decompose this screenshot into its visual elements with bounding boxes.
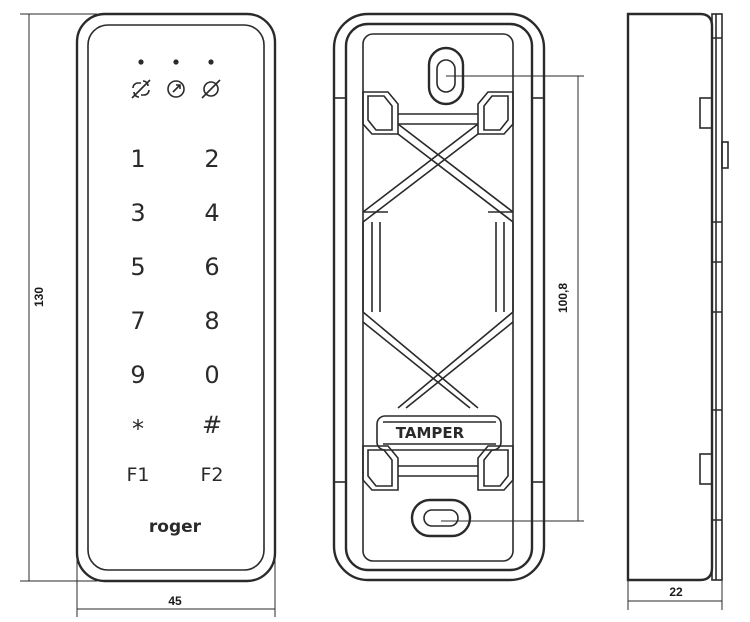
back-view: TAMPER [332, 12, 546, 582]
key-7: 7 [130, 307, 145, 335]
right-side-rib [531, 97, 545, 483]
tamper-label: TAMPER [396, 424, 465, 442]
side-tamper-button [721, 141, 729, 169]
circle-slash-icon [201, 79, 221, 99]
key-1: 1 [130, 145, 145, 173]
led-dot-2 [173, 59, 179, 65]
dimension-mount-spacing-label: 100,8 [556, 283, 570, 313]
key-f1: F1 [126, 464, 149, 486]
side-back-rail [711, 13, 723, 581]
key-0: 0 [204, 361, 219, 389]
key-3: 3 [130, 199, 145, 227]
rib-lattice [362, 123, 514, 409]
key-5: 5 [130, 253, 145, 281]
dimension-width-label: 45 [168, 594, 182, 608]
bottom-left-corner-block [362, 445, 399, 491]
tamper-label-box [376, 415, 502, 451]
dimension-height: 130 [20, 13, 97, 582]
key-4: 4 [204, 199, 219, 227]
key-f2: F2 [200, 464, 223, 486]
lower-mounting-slot-inner [423, 509, 459, 527]
key-2: 2 [204, 145, 219, 173]
brand-logo: roger [149, 517, 202, 537]
key-8: 8 [204, 307, 219, 335]
top-left-corner-block [362, 91, 399, 135]
front-view: 1 2 3 4 5 6 7 8 9 0 * # F1 F2 roger [75, 12, 277, 583]
key-star: * [132, 415, 144, 443]
top-right-corner-block [477, 91, 514, 135]
side-view [626, 12, 729, 582]
key-hash: # [202, 411, 222, 439]
side-mount-clip-top [699, 97, 713, 129]
dimension-mount-spacing: 100,8 [441, 75, 584, 522]
front-keypad-panel [87, 24, 265, 571]
key-6: 6 [204, 253, 219, 281]
side-mount-clip-bottom [699, 453, 713, 485]
front-outer-housing [75, 12, 277, 583]
dimension-depth-label: 22 [669, 585, 683, 599]
lower-mounting-slot-outer [410, 498, 472, 538]
link-broken-icon [131, 79, 151, 99]
key-9: 9 [130, 361, 145, 389]
led-dot-1 [138, 59, 144, 65]
left-side-rib [333, 97, 347, 483]
dimension-width: 45 [76, 560, 276, 617]
bottom-right-corner-block [477, 445, 514, 491]
back-inner-panel [362, 33, 514, 562]
led-dot-3 [208, 59, 214, 65]
power-icon [167, 80, 185, 98]
dimension-depth: 22 [627, 570, 723, 610]
dimension-height-label: 130 [32, 287, 46, 307]
